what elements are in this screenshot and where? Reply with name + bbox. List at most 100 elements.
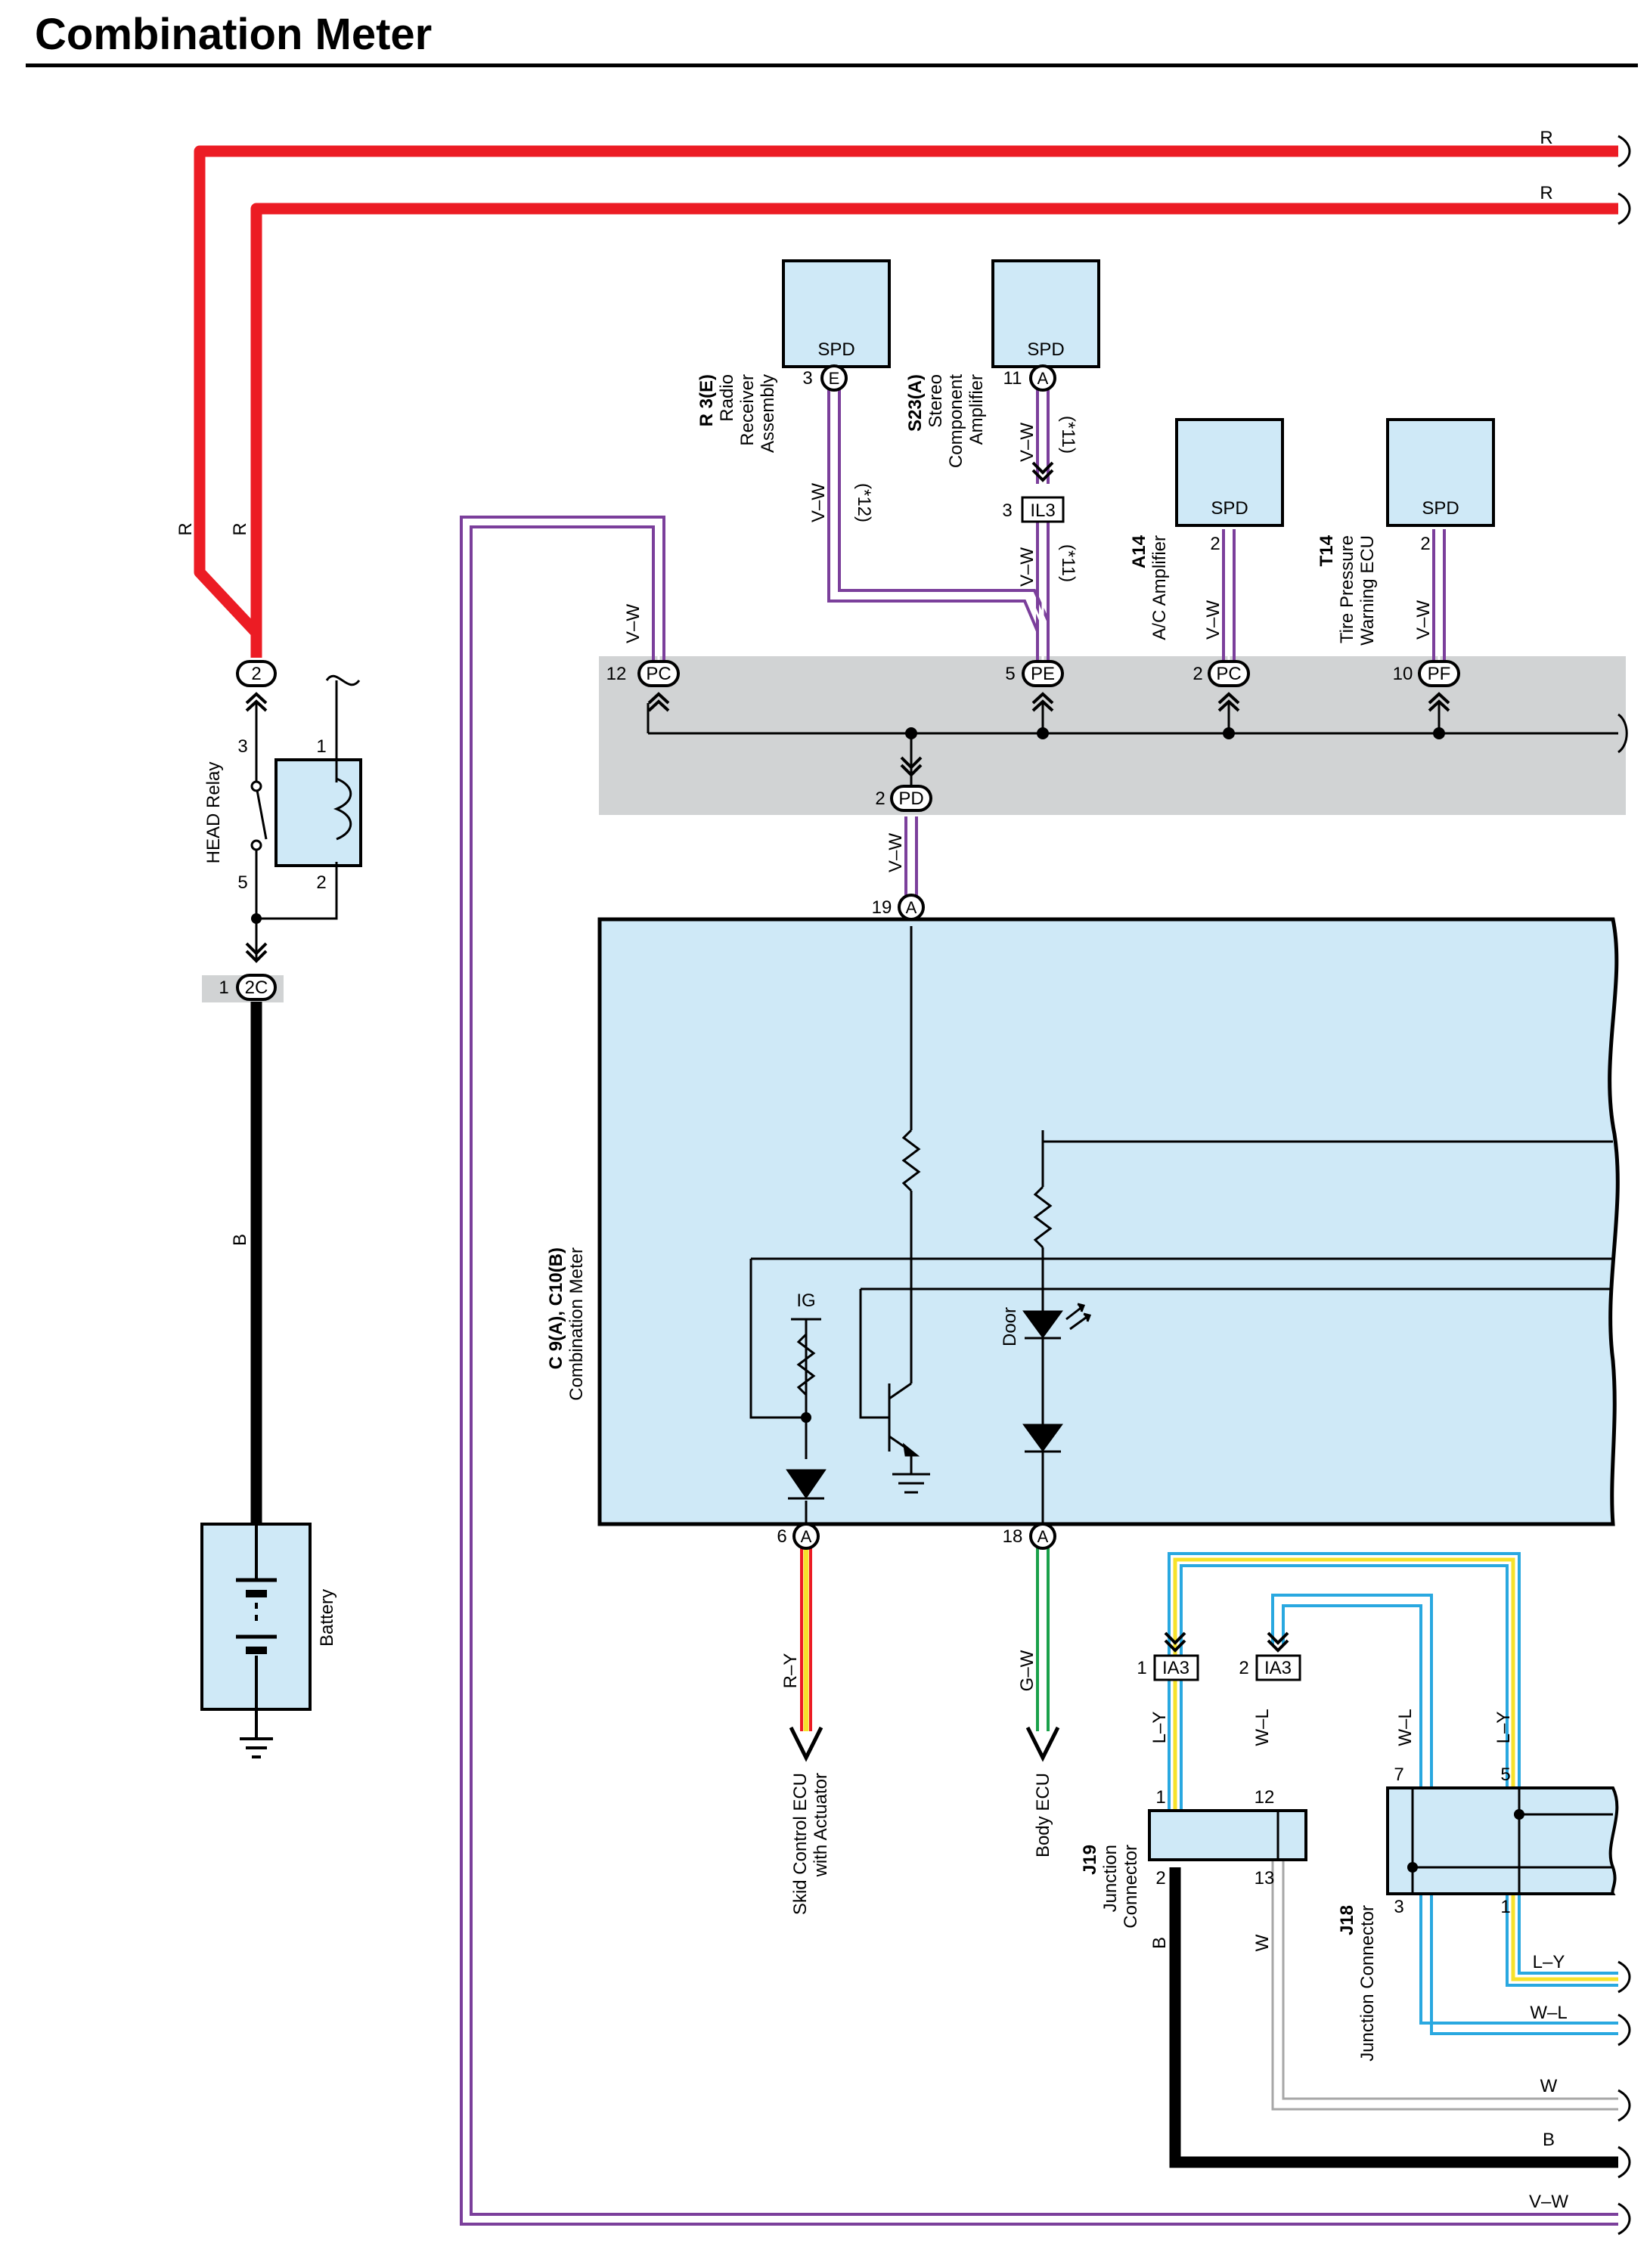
- svg-text:S23(A): S23(A): [905, 374, 926, 432]
- connector-2c-pin: 1: [219, 978, 228, 998]
- connector-pe5-label: PE: [1031, 664, 1055, 684]
- wire-b-ground: [1169, 1867, 1618, 2168]
- wire-vw-group: [460, 389, 1618, 2226]
- ac-amp-box: [1175, 418, 1284, 527]
- battery-name: Battery: [317, 1589, 337, 1647]
- svg-text:W–L: W–L: [1530, 2003, 1567, 2023]
- connector-a19-pin: 19: [872, 897, 892, 918]
- relay-in-pin: 2: [251, 664, 261, 684]
- svg-text:V–W: V–W: [623, 604, 644, 643]
- connector-chevrons: [245, 461, 1450, 1653]
- ac-amp-pin: 2: [1210, 534, 1220, 554]
- stereo-box: [991, 259, 1100, 368]
- svg-text:Radio: Radio: [717, 374, 737, 422]
- j19-p2: 2: [1155, 1868, 1165, 1888]
- svg-text:R: R: [230, 522, 250, 535]
- j19-body: [1148, 1809, 1307, 1861]
- radio-title: R 3(E) Radio Receiver Assembly: [696, 374, 778, 453]
- transistor-emitter-arrow: [902, 1442, 920, 1457]
- svg-text:V–W: V–W: [1529, 2192, 1568, 2212]
- svg-text:R 3(E): R 3(E): [696, 374, 717, 426]
- relay-pin2: 2: [316, 872, 326, 893]
- svg-text:L–Y: L–Y: [1149, 1712, 1170, 1744]
- svg-text:Junction: Junction: [1100, 1845, 1121, 1912]
- wire-break-marks: [1617, 135, 1631, 2235]
- ac-amp-title: A14 A/C Amplifier: [1129, 534, 1170, 640]
- connector-ia3-2-label: IA3: [1264, 1658, 1292, 1678]
- connector-pe5-pin: 5: [1005, 664, 1015, 684]
- svg-text:Amplifier: Amplifier: [966, 374, 987, 445]
- wire-vw-loop-inner: [470, 525, 1618, 2216]
- svg-text:(*12): (*12): [854, 483, 874, 522]
- svg-text:with Actuator: with Actuator: [811, 1773, 831, 1877]
- svg-text:Junction Connector: Junction Connector: [1357, 1905, 1378, 2062]
- svg-text:J18: J18: [1337, 1905, 1357, 1935]
- title-rule: [26, 64, 1638, 67]
- diode-ig: [786, 1469, 827, 1499]
- j19-p13: 13: [1255, 1868, 1275, 1888]
- svg-text:B: B: [1149, 1937, 1170, 1949]
- wire-labels: R R R R B V–W V–W (*12) V–W (*11) V–W (*…: [175, 128, 1568, 2212]
- connector-ovals: [236, 364, 1460, 1550]
- meter-diodes: [786, 1310, 1063, 1500]
- connector-pd2-label: PD: [898, 789, 923, 809]
- combination-meter-body: [597, 917, 1620, 1526]
- connector-ia3-2-pin: 2: [1239, 1658, 1248, 1678]
- led-door: [1022, 1310, 1063, 1339]
- svg-text:R: R: [1540, 183, 1552, 203]
- j18-title: J18 Junction Connector: [1337, 1905, 1378, 2062]
- svg-text:Combination Meter: Combination Meter: [566, 1247, 587, 1401]
- connector-ia3-2-box: [1255, 1654, 1301, 1681]
- svg-text:B: B: [1543, 2130, 1555, 2150]
- svg-text:V–W: V–W: [1413, 600, 1434, 640]
- tire-spd: SPD: [1422, 498, 1459, 519]
- connector-a6-label: A: [801, 1527, 812, 1546]
- connector-2c-label: 2C: [245, 978, 268, 998]
- svg-text:Connector: Connector: [1121, 1845, 1141, 1929]
- svg-text:C 9(A), C10(B): C 9(A), C10(B): [546, 1247, 566, 1369]
- svg-text:A/C Amplifier: A/C Amplifier: [1149, 535, 1170, 640]
- wire-vw-fill-group: [464, 389, 1618, 2220]
- connector-ia3-1-pin: 1: [1137, 1658, 1146, 1678]
- svg-text:W–L: W–L: [1395, 1709, 1416, 1746]
- connector-il3-label: IL3: [1030, 500, 1055, 521]
- j18-p7: 7: [1394, 1765, 1403, 1785]
- j19-p1: 1: [1155, 1787, 1165, 1808]
- svg-text:R: R: [1540, 128, 1552, 148]
- body-ecu-label: Body ECU: [1033, 1773, 1053, 1857]
- svg-text:V–W: V–W: [808, 483, 829, 522]
- connector-il3-pin: 3: [1002, 500, 1012, 521]
- junction-block-shade: [599, 656, 1626, 815]
- head-relay-body: [274, 758, 362, 867]
- meter-ig: IG: [796, 1290, 815, 1311]
- svg-text:Warning ECU: Warning ECU: [1357, 535, 1378, 646]
- battery-symbol: [236, 1524, 277, 1758]
- svg-text:Receiver: Receiver: [737, 374, 758, 446]
- svg-text:T14: T14: [1317, 534, 1337, 566]
- wire-ry: [800, 1542, 812, 1731]
- stereo-title: S23(A) Stereo Component Amplifier: [905, 374, 987, 468]
- stereo-conn: A: [1037, 369, 1049, 388]
- connector-a6-pin: 6: [777, 1526, 786, 1547]
- relay-pin3: 3: [237, 736, 247, 757]
- meter-title: C 9(A), C10(B) Combination Meter: [546, 1247, 587, 1401]
- svg-text:R–Y: R–Y: [780, 1653, 801, 1689]
- wire-gw: [1036, 1542, 1050, 1731]
- wire-vw-loop-outer: [460, 516, 1618, 2226]
- ac-amp-spd: SPD: [1211, 498, 1248, 519]
- j18-p1: 1: [1500, 1897, 1510, 1917]
- bus-dots: [905, 727, 1445, 739]
- svg-text:V–W: V–W: [1203, 600, 1224, 640]
- connector-ia3-1-box: [1153, 1654, 1199, 1681]
- relay-pin5: 5: [237, 872, 247, 893]
- page-title: Combination Meter: [35, 10, 433, 59]
- svg-text:(*11): (*11): [1058, 544, 1078, 582]
- svg-text:W–L: W–L: [1252, 1709, 1273, 1746]
- tire-title: T14 Tire Pressure Warning ECU: [1317, 534, 1378, 645]
- svg-text:W: W: [1540, 2076, 1558, 2096]
- j19-p12: 12: [1255, 1787, 1275, 1808]
- wire-gw-arrow: [1025, 1726, 1060, 1762]
- wire-w: [1271, 1860, 1618, 2111]
- j19-title: J19 Junction Connector: [1080, 1845, 1141, 1929]
